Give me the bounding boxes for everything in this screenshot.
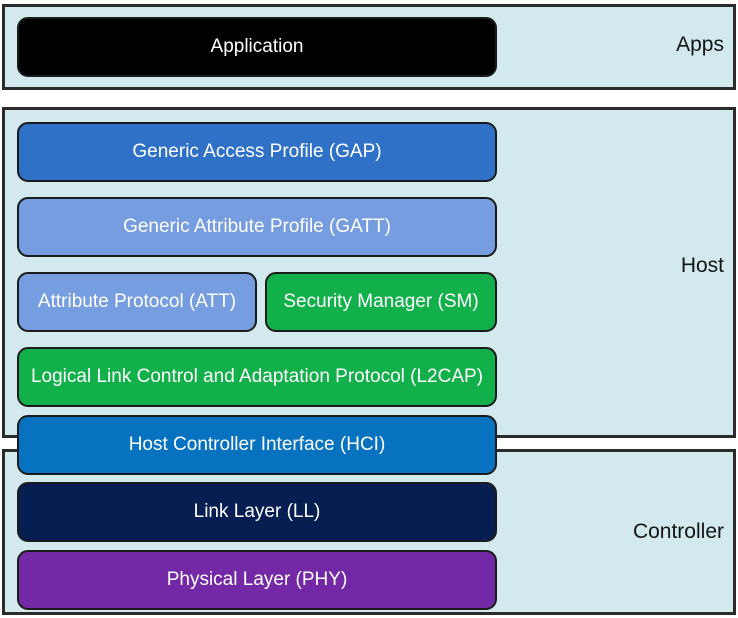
panel-label-apps: Apps bbox=[676, 33, 724, 56]
block-physical-layer: Physical Layer (PHY) bbox=[17, 550, 497, 610]
block-attribute-protocol: Attribute Protocol (ATT) bbox=[17, 272, 257, 332]
block-generic-access-profile: Generic Access Profile (GAP) bbox=[17, 122, 497, 182]
block-security-manager: Security Manager (SM) bbox=[265, 272, 497, 332]
block-link-layer: Link Layer (LL) bbox=[17, 482, 497, 542]
block-l2cap: Logical Link Control and Adaptation Prot… bbox=[17, 347, 497, 407]
block-generic-attribute-profile: Generic Attribute Profile (GATT) bbox=[17, 197, 497, 257]
block-application: Application bbox=[17, 17, 497, 77]
panel-label-controller: Controller bbox=[632, 520, 724, 543]
panel-label-host: Host bbox=[680, 254, 724, 277]
block-host-controller-interface: Host Controller Interface (HCI) bbox=[17, 415, 497, 475]
